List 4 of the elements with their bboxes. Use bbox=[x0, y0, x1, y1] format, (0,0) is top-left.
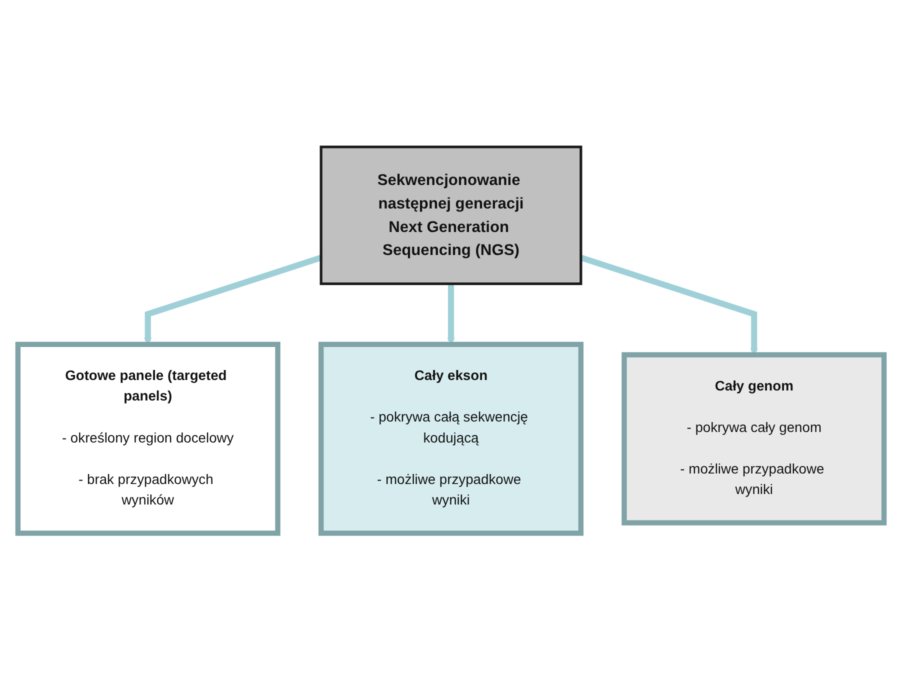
node-box: Cały genom - pokrywa cały genom - możliwe przypadkowe wyniki bbox=[622, 352, 887, 526]
node-box: Sekwencjonowanie następnej generacji Next Generation Sequencing (NGS) bbox=[320, 146, 582, 286]
node-box: Cały ekson - pokrywa całą sekwencję kodującą - możliwe przypadkowe wyniki bbox=[318, 342, 584, 536]
node-box: Gotowe panele (targeted panels) - określony region docelowy - brak przypadkowych wyników bbox=[15, 342, 280, 536]
